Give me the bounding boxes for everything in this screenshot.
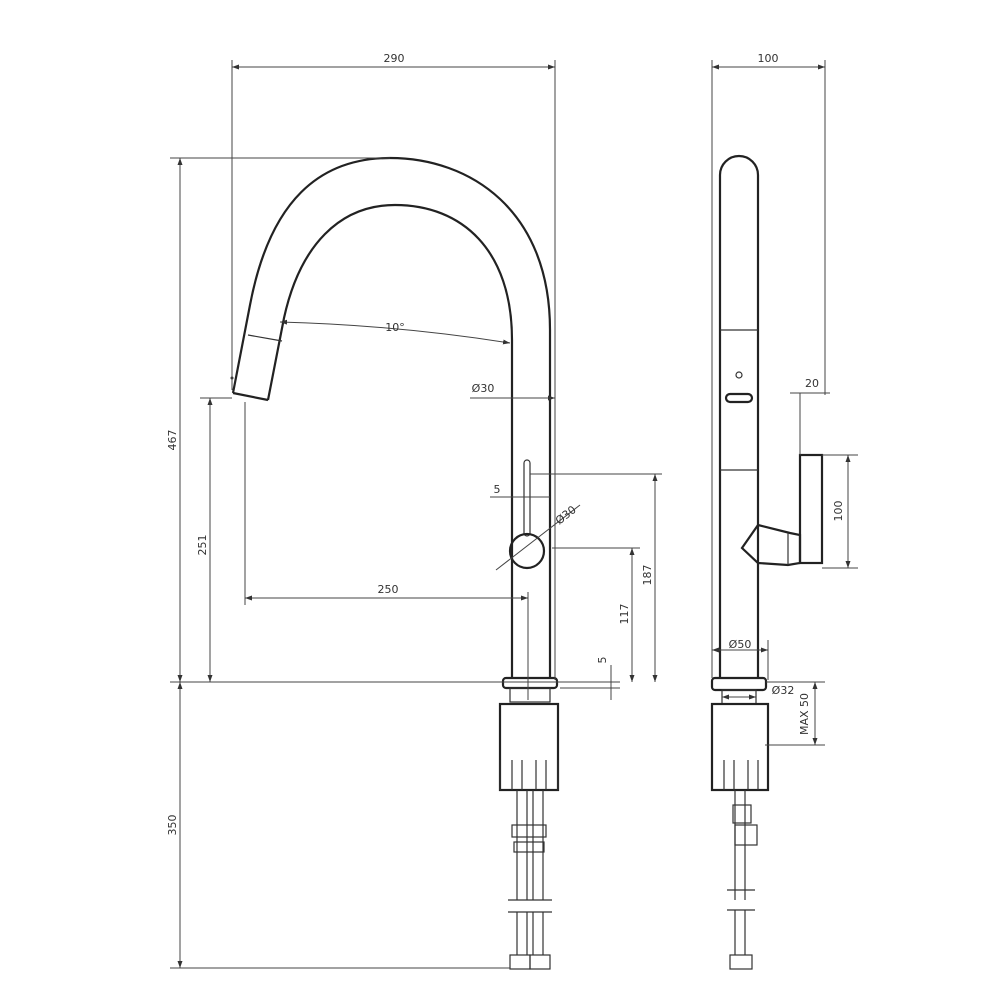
lever-handle: [508, 459, 546, 570]
dim-handle-100: 100: [832, 501, 845, 522]
dim-height-467: 467: [166, 430, 179, 451]
dim-shank-diameter: Ø32: [772, 684, 795, 697]
dim-handle-diameter: Ø30: [553, 503, 579, 527]
dim-117: 117: [618, 604, 631, 625]
dim-offset-20: 20: [805, 377, 819, 390]
front-dimension-lines: [170, 60, 662, 969]
front-view: 290 467 350 251 250 10° Ø30 5 Ø30 187 11…: [166, 52, 662, 970]
side-base-and-supply: [710, 676, 770, 970]
dim-width-290: 290: [384, 52, 405, 65]
dim-reach-250: 250: [378, 583, 399, 596]
dim-below-350: 350: [166, 815, 179, 836]
side-body: [718, 154, 760, 678]
side-dimension-lines: [711, 60, 858, 746]
dim-tube-diameter: Ø30: [472, 382, 495, 395]
dim-base-diameter: Ø50: [729, 638, 752, 651]
spout: [230, 156, 552, 678]
side-view: 100 20 100 Ø50 Ø32 MAX 50: [710, 52, 858, 970]
dim-spout-251: 251: [196, 535, 209, 556]
dim-187: 187: [641, 565, 654, 586]
dim-lever-5: 5: [494, 483, 501, 496]
dim-base-5: 5: [596, 657, 609, 664]
side-handle: [740, 453, 824, 567]
dim-depth-100: 100: [758, 52, 779, 65]
base-and-supply: [498, 676, 560, 970]
dim-angle-10: 10°: [385, 321, 405, 334]
dim-max-50: MAX 50: [798, 693, 811, 735]
